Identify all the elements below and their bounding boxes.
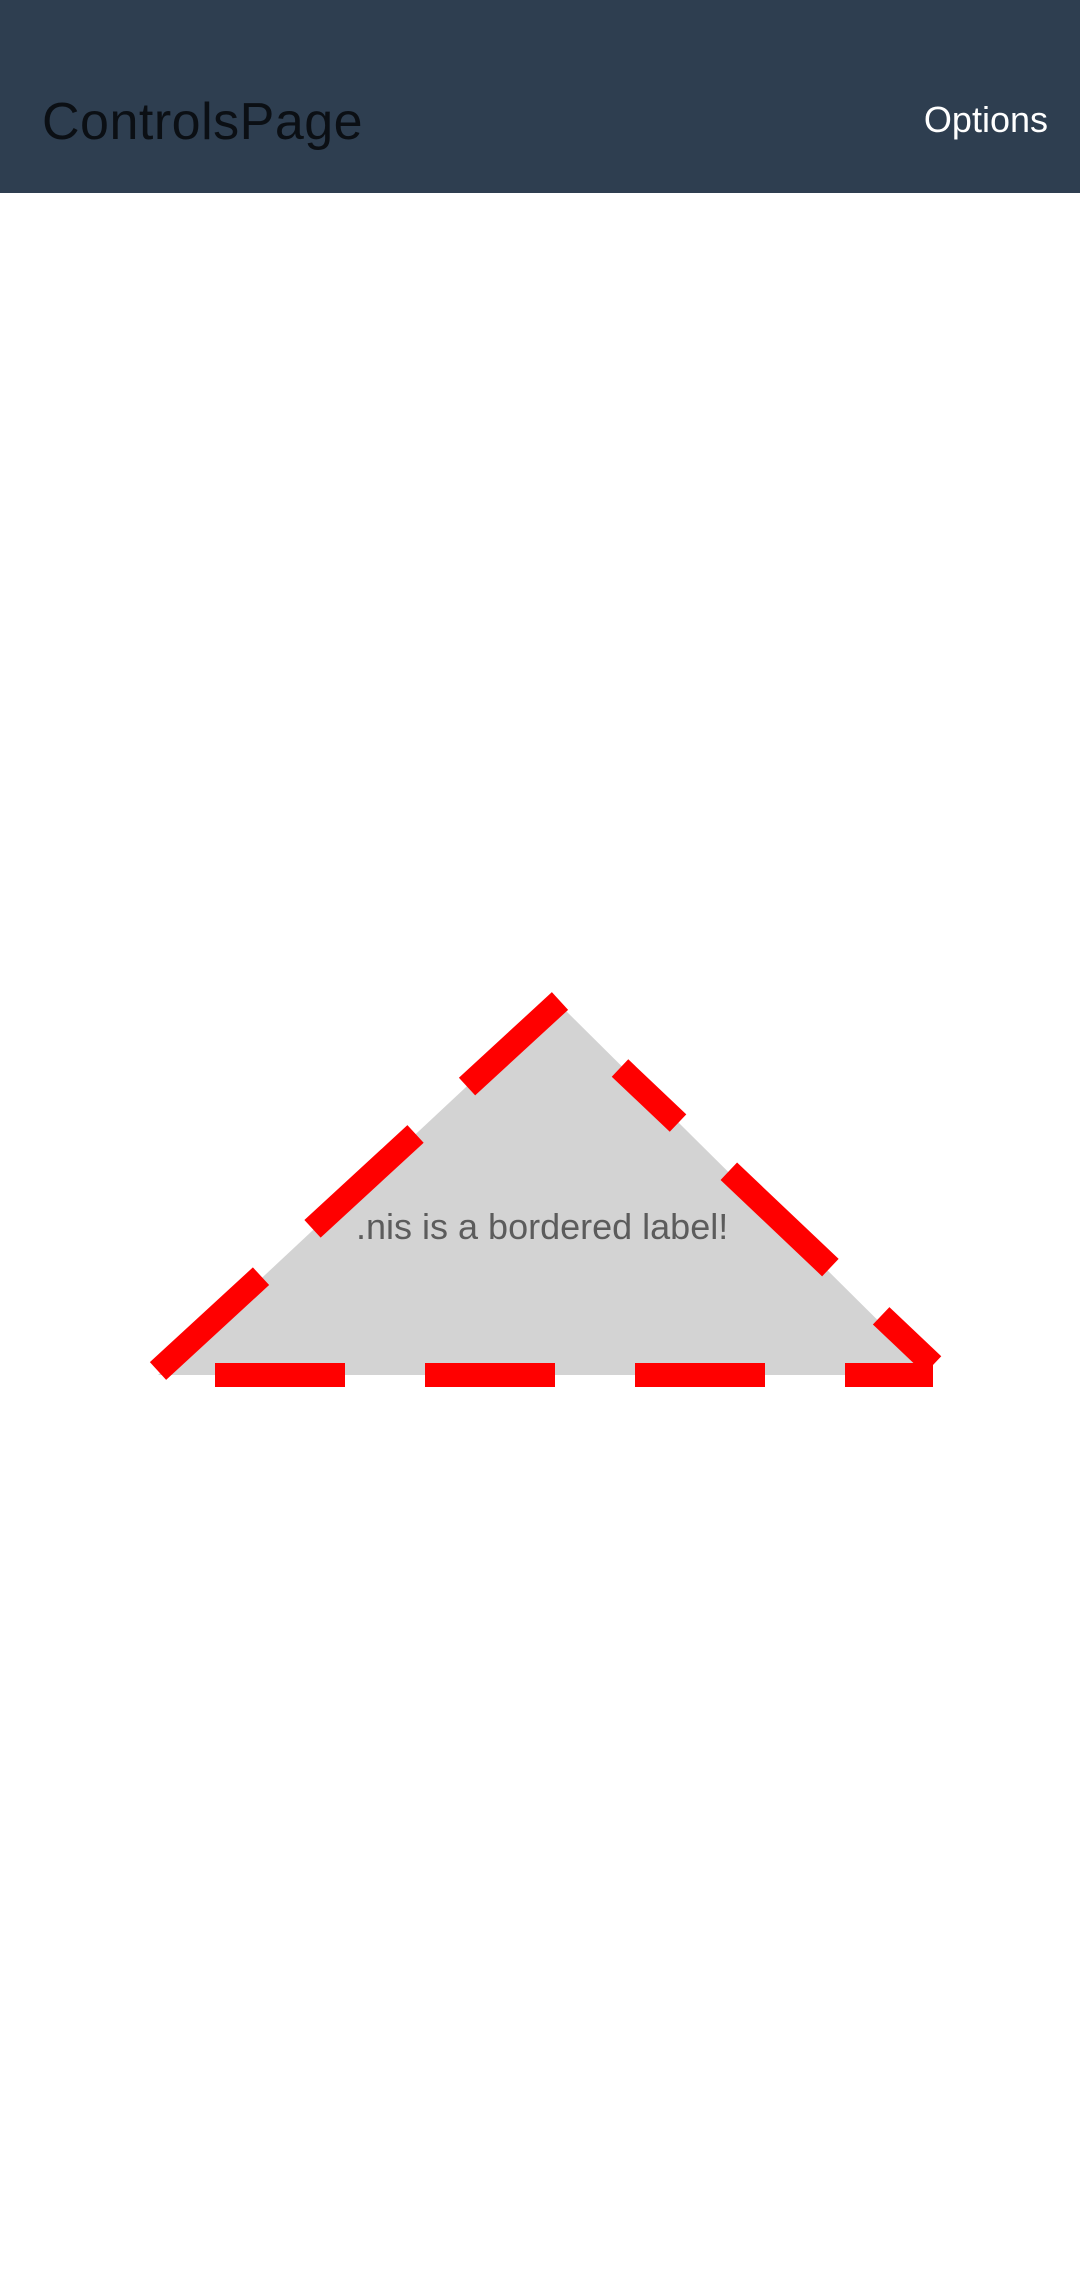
page-title: ControlsPage	[42, 93, 364, 151]
bordered-label-text: .nis is a bordered label!	[356, 1206, 729, 1247]
bordered-label-border-right	[611, 1059, 942, 1374]
bordered-label-border-left	[149, 992, 569, 1380]
bordered-label-background	[158, 1002, 933, 1375]
app-bar: ControlsPage Options	[0, 0, 1080, 193]
options-button[interactable]: Options	[923, 99, 1048, 140]
